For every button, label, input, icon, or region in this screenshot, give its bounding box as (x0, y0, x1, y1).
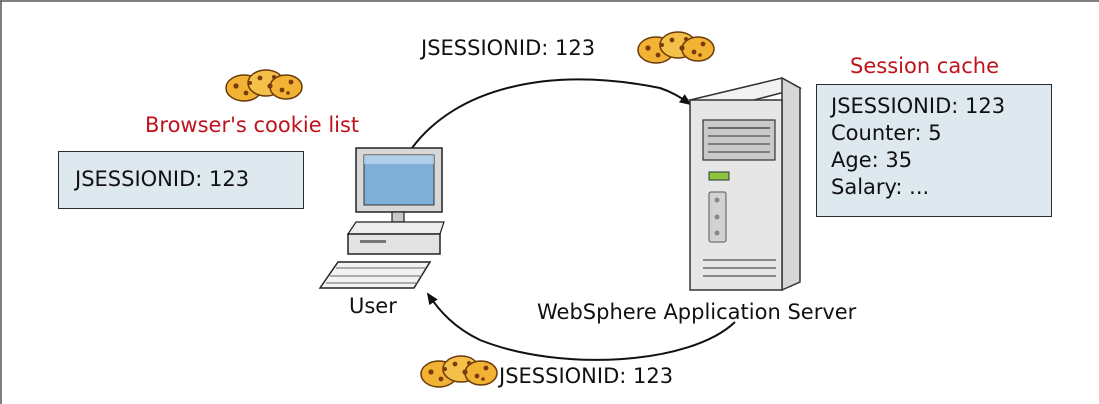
cookie-icon (637, 31, 715, 64)
session-cache-line: JSESSIONID: 123 (831, 94, 1006, 118)
server-label: WebSphere Application Server (537, 300, 857, 324)
session-cache-line: Age: 35 (831, 148, 913, 172)
server-icon (688, 76, 803, 292)
request-arrow (411, 78, 692, 149)
session-cache-line: Counter: 5 (831, 121, 942, 145)
user-label: User (349, 294, 397, 318)
response-label: JSESSIONID: 123 (499, 364, 674, 388)
response-arrow (426, 292, 736, 361)
session-cache-box: JSESSIONID: 123 Counter: 5 Age: 35 Salar… (816, 84, 1052, 217)
browser-cookie-box: JSESSIONID: 123 (58, 151, 304, 209)
cookie-icon (225, 69, 303, 102)
session-cache-line: Salary: ... (831, 175, 930, 199)
computer-icon (318, 147, 445, 289)
session-cache-title: Session cache (850, 54, 999, 78)
request-label: JSESSIONID: 123 (421, 36, 596, 60)
browser-cookie-entry: JSESSIONID: 123 (75, 167, 250, 191)
cookie-icon (420, 355, 498, 388)
browser-cookie-list-title: Browser's cookie list (145, 113, 360, 137)
